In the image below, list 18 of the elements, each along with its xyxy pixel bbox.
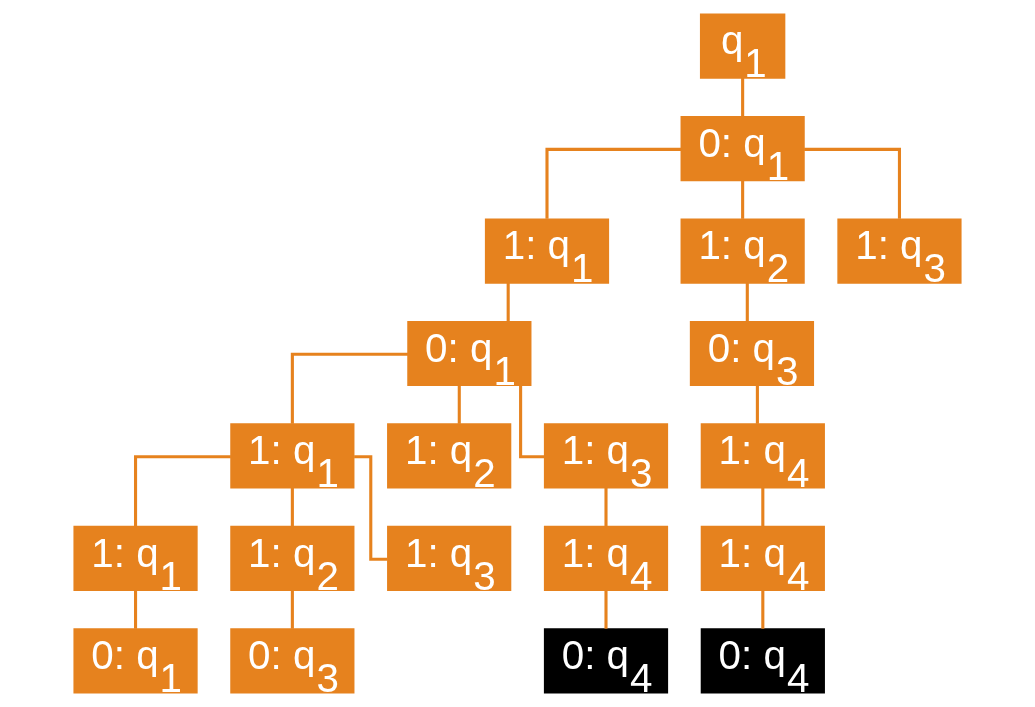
connector (604, 590, 608, 629)
connector (290, 487, 294, 527)
connector (519, 385, 545, 459)
connector (804, 147, 901, 219)
connector (290, 352, 408, 424)
connector (134, 455, 231, 527)
connector (290, 590, 294, 629)
connector (457, 385, 461, 424)
connector (755, 385, 759, 424)
connector (761, 590, 765, 629)
connector (134, 590, 138, 629)
connector (545, 147, 682, 219)
connector (506, 282, 510, 322)
connector (745, 282, 749, 322)
connector (604, 487, 608, 527)
connector (761, 487, 765, 527)
connector (741, 77, 745, 117)
connector (741, 180, 745, 219)
